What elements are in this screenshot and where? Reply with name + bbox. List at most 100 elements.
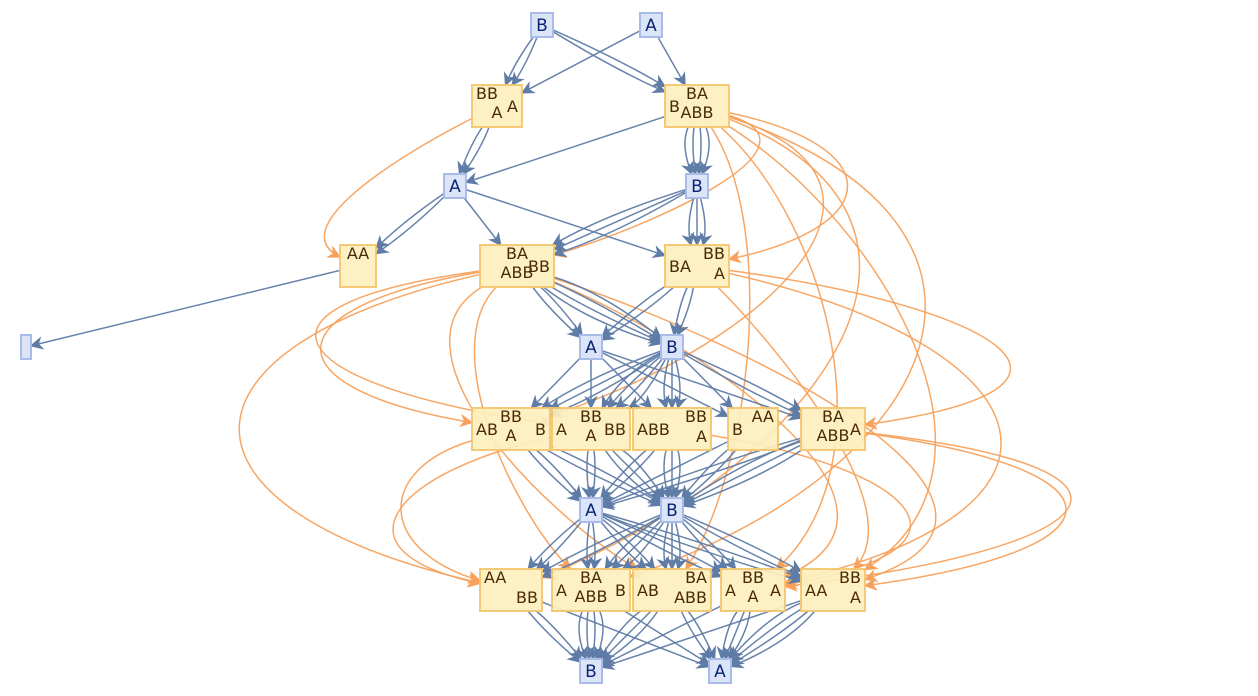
event-label-part: BA [822,407,844,426]
event-label-part: ABB [575,587,608,606]
token-edge [627,358,667,409]
token-box [443,173,467,199]
event-node[interactable]: BAA [727,407,779,451]
token-node[interactable]: B [530,12,554,38]
token-edge [601,352,662,410]
token-edge [552,29,667,88]
event-label-part: A [714,264,725,283]
token-edge [535,610,583,661]
token-box [579,658,603,684]
token-label: B [585,662,597,682]
token-node[interactable] [20,334,32,360]
token-edge [601,351,730,418]
token-edge [527,449,582,502]
event-label-part: AB [637,581,659,600]
event-box [727,407,779,451]
event-box [471,84,523,128]
token-node[interactable]: A [639,12,663,38]
token-node[interactable]: A [579,497,603,523]
event-edge [238,273,482,587]
token-box [639,12,663,38]
event-label-part: BB [604,420,626,439]
token-edge [465,188,667,259]
token-edge [579,521,594,571]
token-label: B [666,501,678,521]
token-node[interactable]: A [708,658,732,684]
token-edge [600,440,729,506]
token-edge [552,31,667,94]
token-node[interactable]: A [579,334,603,360]
event-edge [863,432,1067,591]
event-label-part: A [556,581,567,600]
event-label-part: A [748,587,759,606]
event-box [551,568,631,612]
event-label-part: ABB [501,263,534,282]
token-edge [29,269,341,350]
event-label-part: B [615,581,626,600]
token-node[interactable]: B [660,497,684,523]
token-edge [716,610,739,661]
token-box [530,12,554,38]
token-box [660,497,684,523]
token-edge [594,610,607,661]
event-edge [552,114,761,259]
token-edge [658,449,672,500]
token-edge [575,610,588,661]
token-edge [686,126,701,176]
token-edge [681,439,802,504]
event-label-part: BB [703,244,725,263]
event-box [800,568,866,612]
token-edge [687,610,716,661]
event-label-part: A [556,420,567,439]
event-label-part: B [669,97,680,116]
token-node[interactable]: A [443,173,467,199]
event-label-part: AB [476,420,498,439]
token-edge [551,188,687,246]
event-node[interactable]: AA [339,244,377,288]
event-label-part: BA [686,84,708,103]
event-label-part: A [696,427,707,446]
token-node[interactable]: B [685,173,709,199]
token-edge [601,518,656,571]
token-node[interactable]: B [579,658,603,684]
token-edge [682,357,734,409]
token-edge [527,610,582,663]
event-edge [728,125,937,571]
token-edge [540,513,662,573]
event-box [632,407,712,451]
event-label-part: BB [476,84,498,103]
token-edge [463,197,502,247]
event-edge [320,271,481,428]
token-edge [681,126,694,176]
event-edge [628,116,926,580]
token-node[interactable]: B [660,334,684,360]
token-edge [699,197,713,247]
token-edge [527,518,581,571]
token-edge [681,197,695,247]
token-edge [600,285,666,338]
token-label: A [585,338,597,358]
token-edge [681,521,729,570]
token-edge [600,610,659,665]
event-label-part: BB [685,407,707,426]
token-edge [587,610,602,661]
event-label-part: AA [347,244,369,263]
token-edge [682,351,803,411]
token-label: B [666,338,678,358]
event-box [800,407,866,451]
event-box [479,244,555,288]
token-box [579,497,603,523]
